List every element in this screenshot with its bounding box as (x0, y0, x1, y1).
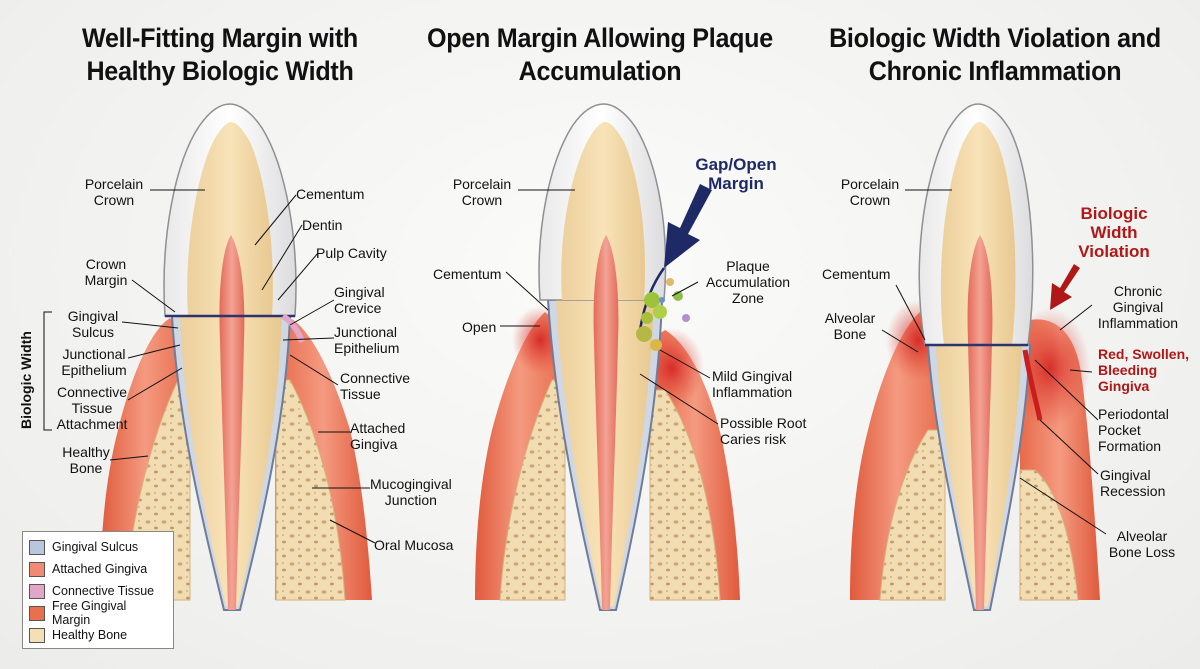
label-healthy-bone-1: Healthy Bone (62, 444, 110, 476)
label-junctional-epithelium-right-1: Junctional Epithelium (334, 324, 400, 356)
legend-swatch (29, 605, 45, 621)
legend-item: Connective Tissue (29, 580, 167, 602)
label-oral-mucosa-1: Oral Mucosa (374, 537, 454, 553)
label-periodontal-pocket-formation: Periodontal Pocket Formation (1098, 406, 1169, 454)
label-dentin-1: Dentin (302, 217, 343, 233)
label-alveolar-bone-loss: Alveolar Bone Loss (1108, 528, 1176, 560)
label-connective-tissue-1: Connective Tissue (340, 370, 411, 402)
label-chronic-gingival-inflammation: Chronic Gingival Inflammation (1097, 283, 1179, 331)
legend-swatch (29, 627, 45, 643)
legend-label: Connective Tissue (52, 584, 155, 598)
leader-lines (43, 189, 1107, 544)
panel-1-title: Well-Fitting Margin with Healthy Biologi… (81, 23, 358, 86)
label-red-swollen-bleeding-gingiva: Red, Swollen, Bleeding Gingiva (1098, 346, 1190, 394)
legend-item: Gingival Sulcus (29, 536, 167, 558)
label-cementum-2: Cementum (433, 266, 502, 282)
label-attached-gingiva-1: Attached Gingiva (350, 420, 406, 452)
label-alveolar-bone-3: Alveolar Bone (824, 310, 876, 342)
panel-2-tooth (475, 103, 740, 611)
legend: Gingival Sulcus Attached Gingiva Connect… (22, 531, 174, 649)
legend-swatch (29, 561, 45, 577)
panel-2-title: Open Margin Allowing Plaque Accumulation (427, 23, 773, 86)
legend-item: Healthy Bone (29, 624, 167, 646)
label-gingival-recession: Gingival Recession (1100, 467, 1166, 499)
legend-label: Free Gingival Margin (52, 599, 127, 627)
legend-swatch (29, 539, 45, 555)
label-mild-gingival-inflammation: Mild Gingival Inflammation (712, 368, 793, 400)
label-biologic-width-violation: Biologic Width Violation (1078, 204, 1150, 261)
label-cementum-1: Cementum (296, 186, 365, 202)
label-pulp-cavity-1: Pulp Cavity (316, 245, 387, 261)
legend-swatch (29, 583, 45, 599)
legend-label: Gingival Sulcus (52, 540, 139, 554)
legend-label: Healthy Bone (52, 628, 128, 642)
panel-3-tooth (850, 103, 1100, 611)
panel-3-title: Biologic Width Violation and Chronic Inf… (829, 23, 1161, 86)
label-mucogingival-junction-1: Mucogingival Junction (370, 476, 452, 508)
label-biologic-width: Biologic Width (18, 331, 34, 429)
label-gap-open-margin: Gap/Open Margin (695, 155, 777, 193)
legend-item: Free Gingival Margin (29, 599, 167, 627)
label-cementum-3: Cementum (822, 266, 891, 282)
label-open: Open (462, 319, 497, 335)
panel-1-tooth (100, 103, 372, 611)
label-crown-margin-1: Crown Margin (84, 256, 128, 288)
label-gingival-sulcus-1: Gingival Sulcus (67, 308, 119, 340)
label-porcelain-crown-2: Porcelain Crown (452, 176, 512, 208)
legend-label: Attached Gingiva (52, 562, 148, 576)
legend-item: Attached Gingiva (29, 558, 167, 580)
label-junctional-epithelium-left-1: Junctional Epithelium (61, 346, 127, 378)
label-plaque-accumulation-zone: Plaque Accumulation Zone (705, 258, 791, 306)
plaque-bacteria (636, 278, 690, 351)
label-gingival-crevice-1: Gingival Crevice (334, 284, 385, 316)
label-porcelain-crown-3: Porcelain Crown (840, 176, 900, 208)
label-connective-tissue-attachment-1: Connective Tissue Attachment (56, 384, 128, 432)
label-root-caries-risk: Possible Root Caries risk (720, 415, 807, 447)
label-porcelain-crown-1: Porcelain Crown (84, 176, 144, 208)
